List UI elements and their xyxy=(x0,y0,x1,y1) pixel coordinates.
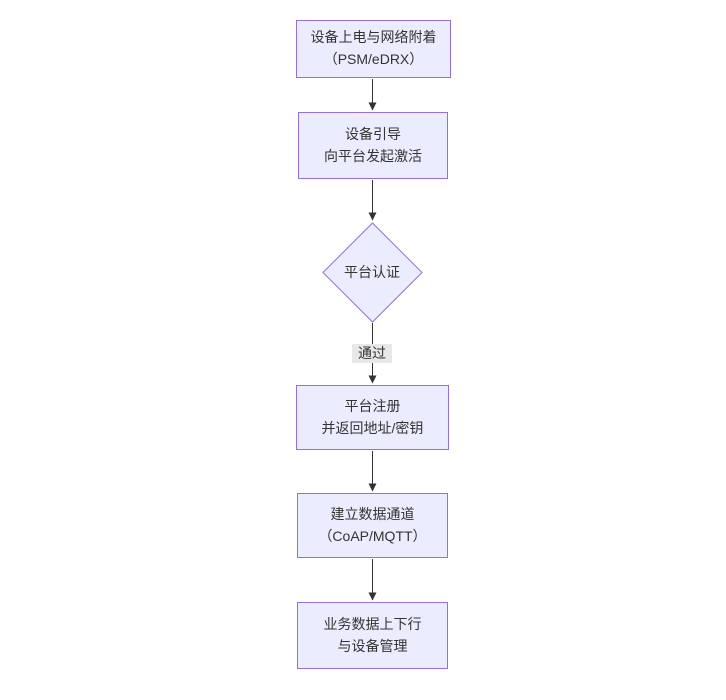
node-business-data: 业务数据上下行 与设备管理 xyxy=(297,602,448,669)
node-text-line: 业务数据上下行 xyxy=(323,615,422,632)
node-data-channel: 建立数据通道 （CoAP/MQTT） xyxy=(297,493,448,558)
node-text-line: 与设备管理 xyxy=(337,637,408,654)
node-text-line: （CoAP/MQTT） xyxy=(318,527,427,544)
node-text-line: 设备引导 xyxy=(345,125,401,142)
node-text-line: （PSM/eDRX） xyxy=(323,51,424,67)
node-text-line: 平台认证 xyxy=(344,264,400,280)
node-power-network-attach: 设备上电与网络附着 （PSM/eDRX） xyxy=(296,20,451,78)
node-text-line: 设备上电与网络附着 xyxy=(310,29,437,46)
edge-label-pass: 通过 xyxy=(352,344,392,363)
node-device-bootstrap: 设备引导 向平台发起激活 xyxy=(298,112,448,179)
node-platform-register: 平台注册 并返回地址/密钥 xyxy=(296,385,449,450)
node-text-line: 并返回地址/密钥 xyxy=(321,419,424,436)
node-text-line: 建立数据通道 xyxy=(330,505,415,522)
node-text-line: 向平台发起激活 xyxy=(324,147,422,164)
node-text-line: 平台注册 xyxy=(344,397,401,414)
node-platform-auth: 平台认证 xyxy=(321,221,423,323)
